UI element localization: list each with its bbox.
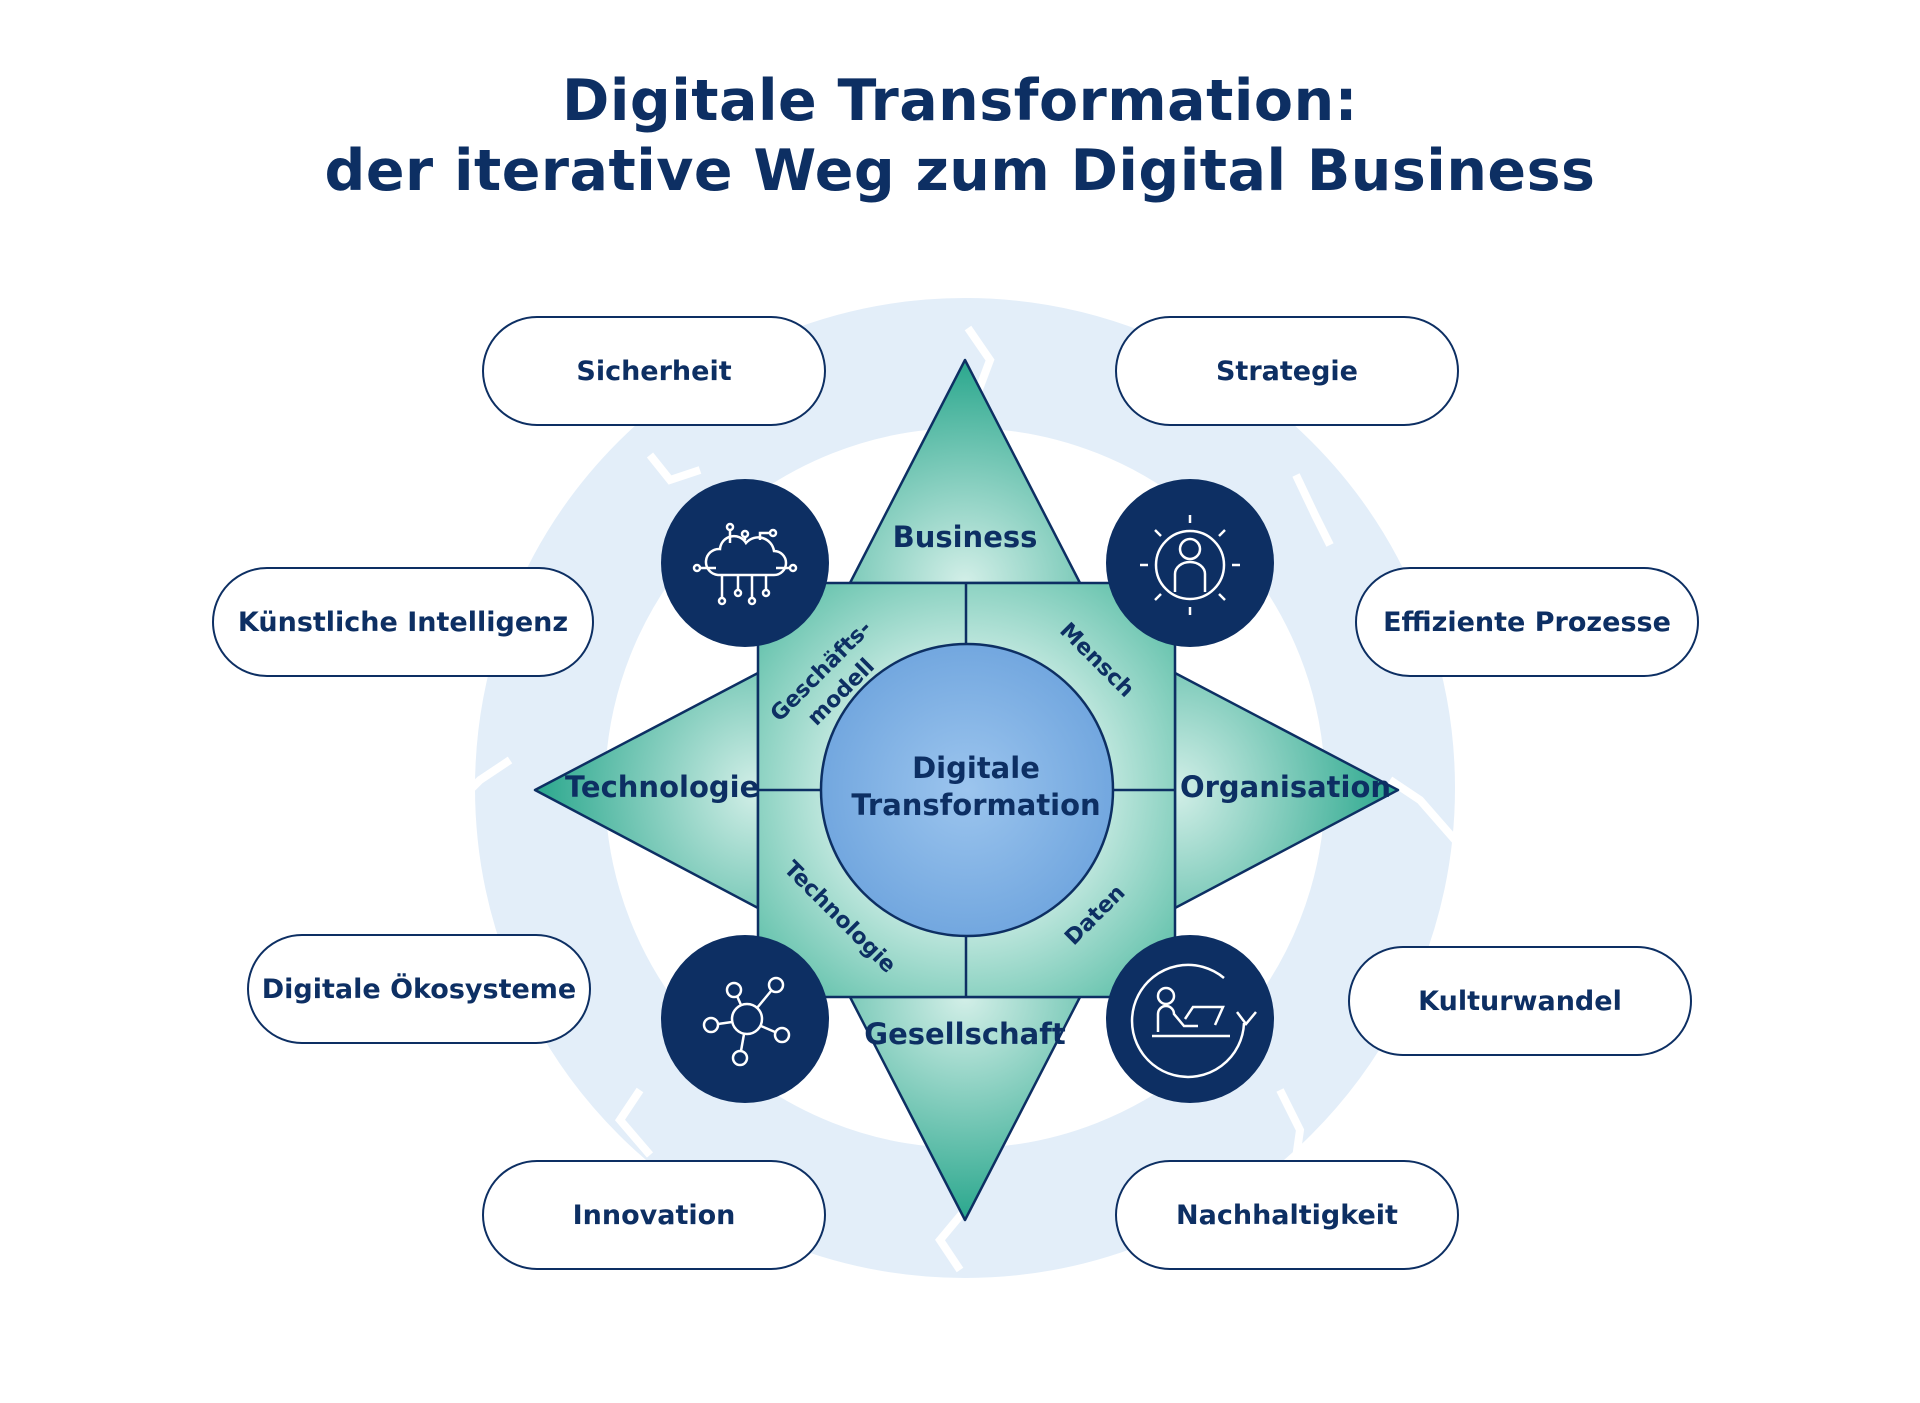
center-title: Digitale Transformation	[826, 750, 1126, 824]
cycle-arrow-divider	[1292, 473, 1334, 547]
cloud-network-icon	[661, 479, 829, 647]
cycle-arrow-divider	[1387, 776, 1459, 843]
title-line-1: Digitale Transformation:	[562, 68, 1358, 134]
cycle-arrow-divider	[646, 452, 702, 485]
cycle-arrow-divider	[614, 1087, 654, 1158]
pill-digitale-oekosysteme: Digitale Ökosysteme	[247, 934, 591, 1044]
network-hub-icon	[661, 935, 829, 1103]
pill-kuenstliche-intelligenz: Künstliche Intelligenz	[212, 567, 594, 677]
star-label-organisation: Organisation	[1179, 770, 1392, 804]
cycle-arrow-divider	[452, 756, 513, 808]
star-label-gesellschaft: Gesellschaft	[864, 1017, 1066, 1051]
pill-effiziente-prozesse: Effiziente Prozesse	[1355, 567, 1699, 677]
remote-work-cycle-icon	[1106, 935, 1274, 1103]
cycle-arrow-divider	[964, 325, 995, 394]
title-line-2: der iterative Weg zum Digital Business	[324, 138, 1596, 204]
pill-kulturwandel: Kulturwandel	[1348, 946, 1692, 1056]
center-title-line-1: Digitale	[912, 751, 1040, 785]
cycle-arrow-divider	[935, 1207, 969, 1273]
star-label-technologie: Technologie	[565, 770, 760, 804]
center-circle	[819, 642, 1115, 938]
center-title-line-2: Transformation	[851, 788, 1101, 822]
pill-nachhaltigkeit: Nachhaltigkeit	[1115, 1160, 1459, 1270]
star-label-business: Business	[892, 520, 1038, 554]
pill-sicherheit: Sicherheit	[482, 316, 826, 426]
pill-innovation: Innovation	[482, 1160, 826, 1270]
pill-strategie: Strategie	[1115, 316, 1459, 426]
cycle-arrow-divider	[1276, 1088, 1305, 1166]
person-idea-icon	[1106, 479, 1274, 647]
